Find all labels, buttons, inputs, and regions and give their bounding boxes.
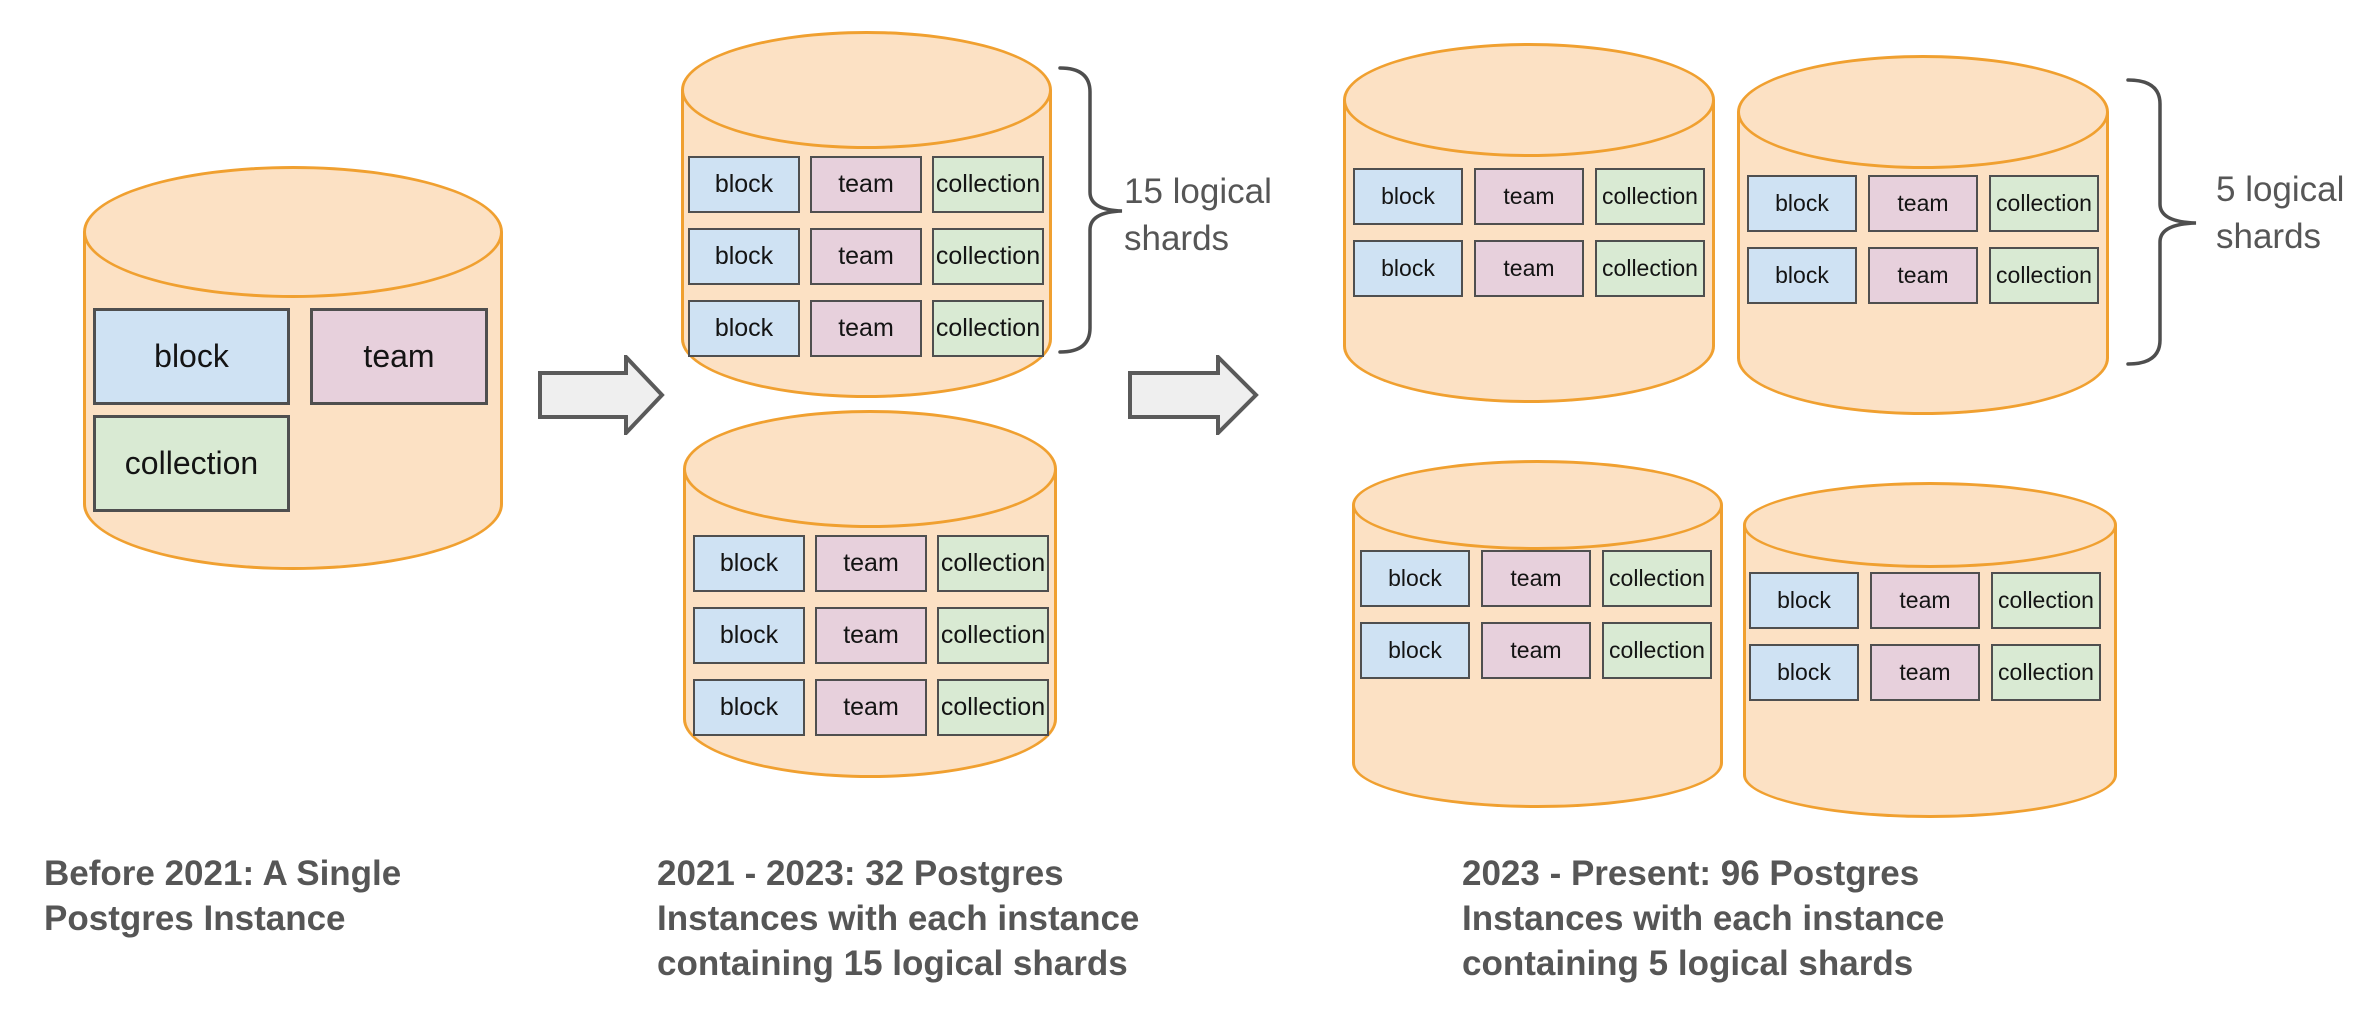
table-team: team [810,228,922,285]
table-collection: collection [1989,175,2099,232]
table-team: team [1481,622,1591,679]
table-collection: collection [1991,644,2101,701]
cylinder-top-ellipse [681,31,1052,149]
table-collection: collection [937,679,1049,736]
caption-before-2021: Before 2021: A Single Postgres Instance [44,854,402,938]
table-block: block [1353,240,1463,297]
table-block: block [1747,175,1857,232]
table-team: team [810,300,922,357]
caption-2021-2023: 2021 - 2023: 32 Postgres Instances with … [657,854,1140,983]
table-block: block [1749,572,1859,629]
table-team: team [1868,175,1978,232]
table-team: team [310,308,488,405]
table-collection: collection [1602,550,1712,607]
label-15-logical-shards: 15 logical shards [1124,172,1272,258]
table-block: block [1749,644,1859,701]
table-collection: collection [932,156,1044,213]
cylinder-top-ellipse [1743,482,2117,568]
cylinder-top-ellipse [1343,43,1715,157]
table-block: block [1747,247,1857,304]
table-collection: collection [1595,240,1705,297]
table-collection: collection [932,300,1044,357]
table-block: block [688,300,800,357]
table-team: team [1870,644,1980,701]
table-team: team [1870,572,1980,629]
table-collection: collection [93,415,290,512]
table-block: block [1360,622,1470,679]
table-block: block [693,535,805,592]
table-team: team [1474,240,1584,297]
table-collection: collection [1991,572,2101,629]
table-collection: collection [937,535,1049,592]
caption-2023-present: 2023 - Present: 96 Postgres Instances wi… [1462,854,1945,983]
brace-5-logical-shards [2126,78,2197,366]
table-team: team [815,607,927,664]
cylinder-top-ellipse [1352,460,1723,550]
table-collection: collection [1989,247,2099,304]
table-block: block [1353,168,1463,225]
table-team: team [1481,550,1591,607]
table-team: team [810,156,922,213]
table-team: team [815,535,927,592]
table-collection: collection [937,607,1049,664]
brace-15-logical-shards [1058,66,1123,354]
table-collection: collection [1602,622,1712,679]
table-block: block [93,308,290,405]
table-block: block [688,156,800,213]
table-team: team [1474,168,1584,225]
table-block: block [693,679,805,736]
table-collection: collection [1595,168,1705,225]
table-team: team [1868,247,1978,304]
cylinder-top-ellipse [83,166,503,298]
db-cylinder-single-instance: block team collection [83,166,503,570]
label-5-logical-shards: 5 logical shards [2216,170,2345,256]
table-block: block [693,607,805,664]
table-team: team [815,679,927,736]
table-block: block [688,228,800,285]
cylinder-top-ellipse [1737,55,2109,169]
table-block: block [1360,550,1470,607]
table-collection: collection [932,228,1044,285]
cylinder-top-ellipse [683,410,1057,528]
flow-arrow-1 [538,355,665,435]
flow-arrow-2 [1128,355,1259,435]
